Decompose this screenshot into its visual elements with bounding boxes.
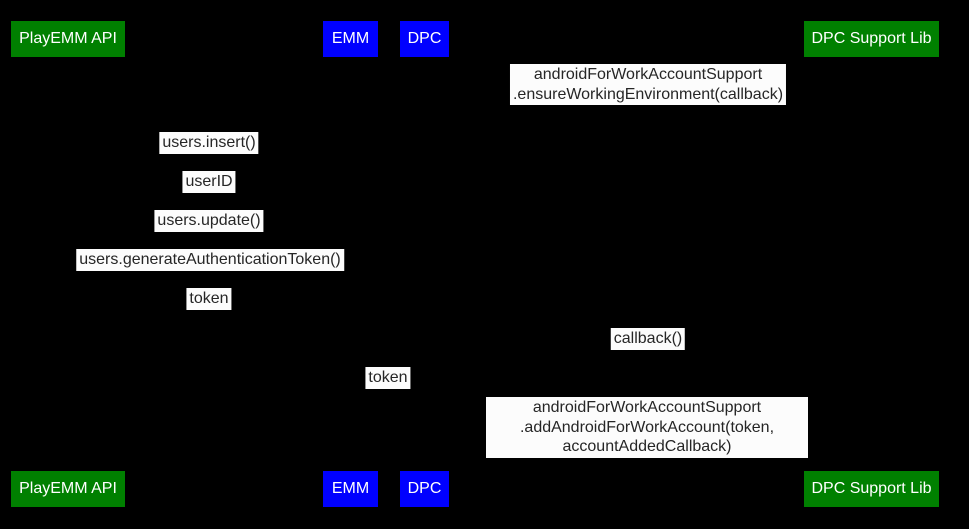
message-users-update: users.update() (154, 210, 264, 232)
message-users-insert: users.insert() (159, 132, 259, 154)
participant-playemm-api-top: PlayEMM API (11, 21, 125, 57)
participant-playemm-api-bottom: PlayEMM API (11, 471, 125, 507)
participant-dpc-top: DPC (400, 21, 449, 57)
message-ensure-working-environment: androidForWorkAccountSupport .ensureWork… (509, 64, 787, 105)
participant-dpc-bottom: DPC (400, 471, 449, 507)
participant-emm-top: EMM (323, 21, 378, 57)
participant-dpc-support-lib-top: DPC Support Lib (804, 21, 939, 57)
message-callback: callback() (610, 328, 686, 350)
message-users-generate-authentication-token: users.generateAuthenticationToken() (76, 249, 344, 271)
message-token-return: token (186, 288, 232, 310)
message-add-android-for-work-account: androidForWorkAccountSupport .addAndroid… (486, 397, 808, 458)
message-token-forward: token (365, 367, 411, 389)
participant-emm-bottom: EMM (323, 471, 378, 507)
message-user-id: userID (182, 171, 236, 193)
participant-dpc-support-lib-bottom: DPC Support Lib (804, 471, 939, 507)
